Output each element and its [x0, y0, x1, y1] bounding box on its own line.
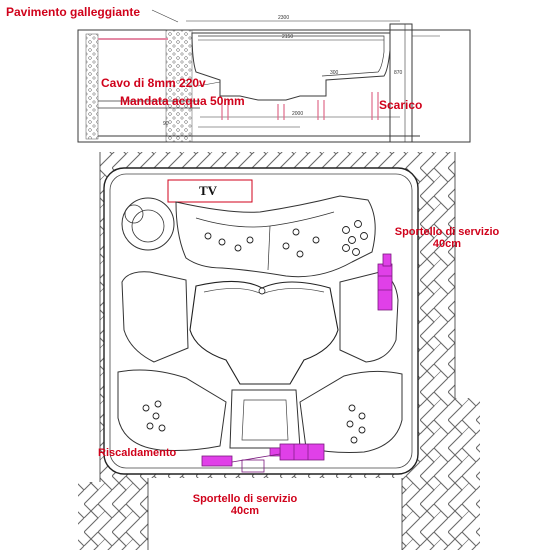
dim-height-center: 300 — [330, 70, 339, 76]
label-cable: Cavo di 8mm 220v — [101, 76, 206, 90]
plan-view — [78, 152, 550, 552]
label-floating-floor: Pavimento galleggiante — [6, 5, 141, 19]
heater-unit — [201, 455, 265, 473]
service-door-bottom-line2: 40cm — [230, 505, 260, 518]
dim-height-right: 870 — [394, 70, 403, 76]
dim-floor-width: 2000 — [292, 111, 304, 117]
spa-shell — [103, 167, 419, 475]
support-legs — [221, 92, 379, 120]
gravel-fill-center — [165, 29, 193, 143]
jet-group-lounger — [204, 228, 320, 258]
pump-right — [377, 253, 393, 311]
service-door-right-line2: 40cm — [432, 238, 462, 251]
label-drain: Scarico — [379, 98, 423, 112]
jet-group-top-right — [342, 220, 368, 256]
service-door-right-line1: Sportello di servizio — [394, 226, 500, 238]
pump-bottom — [269, 443, 325, 461]
control-box — [241, 459, 265, 473]
lounger-seat — [175, 195, 376, 278]
filter-housing — [121, 197, 175, 251]
label-water-supply: Mandata acqua 50mm — [120, 94, 245, 108]
seat-left — [121, 271, 189, 363]
tub-right-wall — [389, 23, 413, 143]
tv-screen — [167, 179, 253, 203]
dim-height-left: 90 — [163, 121, 169, 127]
label-service-door-bottom: Sportello di servizio 40cm — [180, 493, 310, 517]
service-door-bottom-line1: Sportello di servizio — [192, 493, 298, 505]
label-heating: Riscaldamento — [98, 447, 177, 459]
seat-bottom-right — [299, 370, 403, 453]
seat-bottom-left — [117, 369, 227, 451]
tub-section-outline — [191, 32, 391, 101]
cross-section-view — [77, 9, 471, 143]
footwell — [189, 280, 339, 385]
label-service-door-right: Sportello di servizio 40cm — [382, 226, 512, 250]
gravel-fill-left — [85, 33, 99, 140]
dim-overall-width: 2300 — [278, 15, 290, 21]
label-tv: TV — [199, 183, 218, 198]
jet-group-bottom-right — [346, 404, 366, 444]
jet-group-bottom-left — [142, 400, 166, 432]
dim-inner-width: 2150 — [282, 34, 294, 40]
